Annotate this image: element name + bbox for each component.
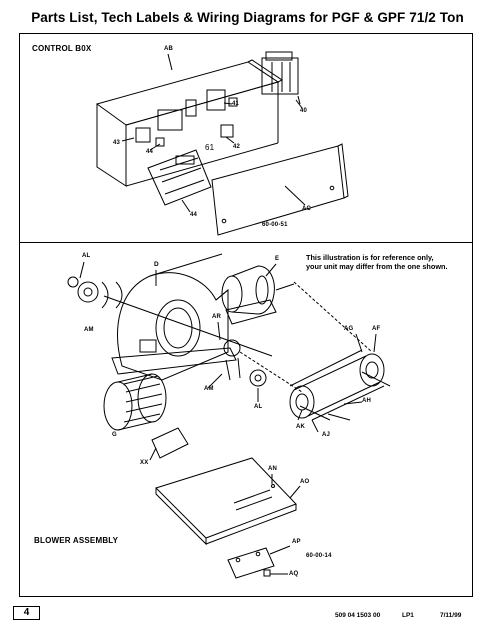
drawing-number-control: 60-00-51: [262, 222, 288, 228]
contactor: [261, 51, 301, 105]
control-components: [135, 89, 238, 206]
callout-44-a: 44: [146, 149, 154, 155]
callout-al-bottom: AL: [254, 404, 263, 410]
callout-44-b: 44: [190, 212, 198, 218]
callout-40: 40: [300, 108, 308, 114]
callout-d: D: [154, 261, 159, 268]
belt-and-pulleys: [289, 349, 391, 421]
callout-ab: AB: [164, 46, 174, 52]
revision-code: LP1: [402, 612, 414, 619]
callout-af: AF: [372, 326, 381, 332]
diagram-frame: [19, 33, 473, 597]
callout-aj: AJ: [322, 432, 331, 438]
callout-42: 42: [233, 144, 241, 150]
callout-43: 43: [113, 140, 121, 146]
section-divider: [19, 242, 473, 243]
motor: [221, 265, 295, 325]
callout-g: G: [112, 432, 117, 438]
callout-aq: AQ: [289, 571, 299, 577]
page-number: 4: [13, 606, 40, 620]
bearing-left: [77, 281, 123, 309]
callout-ag: AG: [344, 326, 354, 332]
cover-panel: [211, 143, 349, 236]
callout-xx: XX: [140, 460, 149, 466]
blower-wheel: [103, 373, 167, 431]
callout-ah: AH: [362, 398, 372, 404]
callout-am-left: AM: [84, 327, 94, 333]
callout-41: 41: [232, 101, 240, 107]
motor-pulley: [249, 369, 267, 387]
reference-note: This illustration is for reference only,…: [306, 253, 448, 271]
callout-am-right: AM: [204, 386, 214, 392]
control-box-label: CONTROL B0X: [32, 44, 92, 53]
bearing-right: [223, 339, 241, 381]
set-screw-collar: [67, 276, 79, 288]
callout-61: 61: [205, 143, 215, 152]
callout-e: E: [275, 256, 280, 262]
callout-ar: AR: [212, 314, 222, 320]
callout-ac: AC: [302, 206, 312, 212]
callout-al-top: AL: [82, 253, 91, 259]
drawing-number-blower: 60-00-14: [306, 553, 332, 559]
blower-assembly-label: BLOWER ASSEMBLY: [34, 536, 119, 545]
callout-an: AN: [268, 466, 278, 472]
blower-housing: [111, 253, 237, 381]
callout-ak: AK: [296, 424, 306, 430]
reference-note-line-2: your unit may differ from the one shown.: [306, 262, 448, 271]
callout-ap: AP: [292, 539, 301, 545]
revision-date: 7/11/99: [440, 612, 462, 619]
mounting-base: [155, 457, 297, 546]
page-title: Parts List, Tech Labels & Wiring Diagram…: [31, 10, 464, 25]
control-box-housing: [95, 59, 283, 187]
adjust-bracket: [227, 547, 275, 579]
document-number: 509 04 1503 00: [335, 612, 381, 619]
reference-note-line-1: This illustration is for reference only,: [306, 253, 434, 262]
callout-ao: AO: [300, 479, 310, 485]
